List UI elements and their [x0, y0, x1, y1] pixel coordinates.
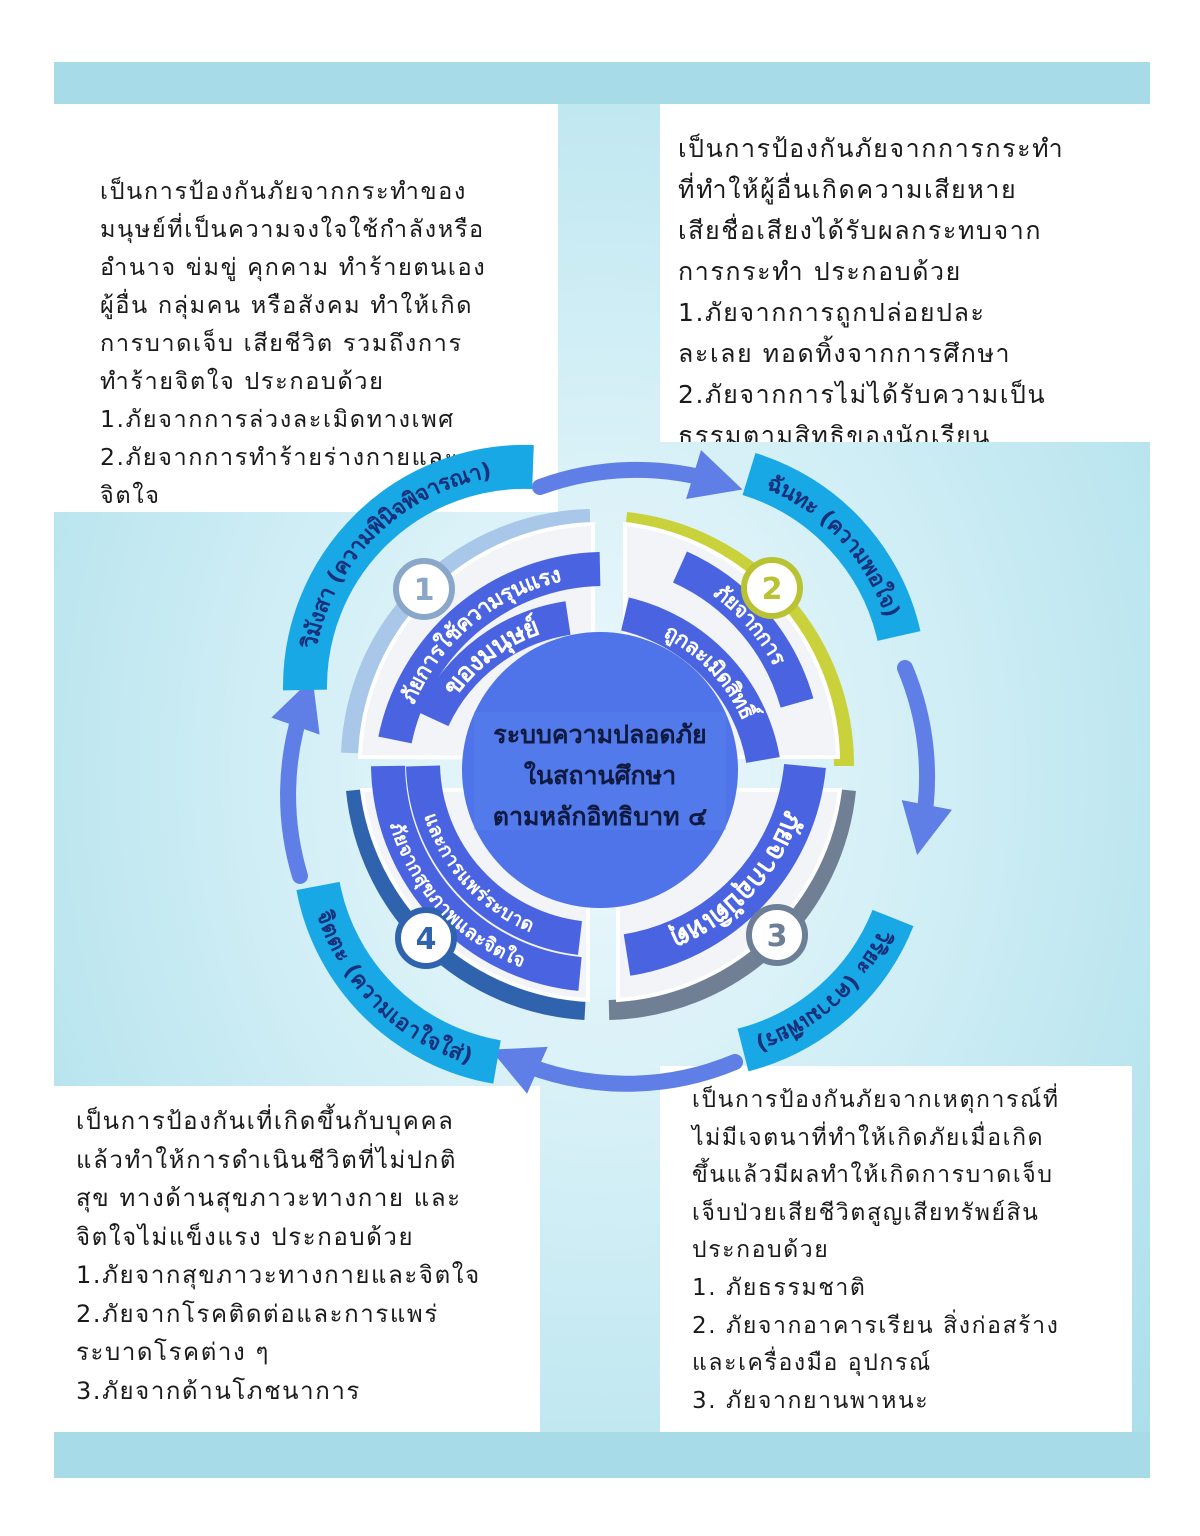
badge-1	[393, 558, 455, 620]
badge-3-number: 3	[767, 919, 788, 954]
description-line: ผู้อื่น กลุ่มคน หรือสังคม ทำให้เกิด	[100, 291, 474, 319]
description-line: ขึ้นแล้วมีผลทำให้เกิดการบาดเจ็บ	[692, 1162, 1054, 1189]
description-line: 2. ภัยจากอาคารเรียน สิ่งก่อสร้าง	[692, 1312, 1060, 1339]
description-line: 3. ภัยจากยานพาหนะ	[692, 1387, 930, 1414]
description-line: 1.ภัยจากสุขภาวะทางกายและจิตใจ	[76, 1261, 481, 1289]
description-line: จิตใจไม่แข็งแรง ประกอบด้วย	[76, 1222, 415, 1251]
description-line: 2.ภัยจากการไม่ได้รับความเป็น	[678, 380, 1047, 409]
badge-2	[741, 557, 803, 619]
description-line: เสียชื่อเสียงได้รับผลกระทบจาก	[678, 216, 1043, 245]
description-line: ประกอบด้วย	[692, 1237, 830, 1264]
top-right-description: เป็นการป้องกันภัยจากการกระทำที่ทำให้ผู้อ…	[660, 104, 1150, 442]
description-line: 2.ภัยจากการทำร้ายร่างกายและ	[100, 443, 459, 471]
center-title-line-2: ในสถานศึกษา	[524, 760, 676, 790]
outer-cycle-arrows	[271, 450, 952, 1094]
description-line: เป็นการป้องกันภัยจากการกระทำ	[678, 134, 1065, 163]
bottom-right-description: เป็นการป้องกันภัยจากเหตุการณ์ที่ไม่มีเจต…	[660, 1066, 1132, 1432]
center-title-line-1: ระบบความปลอดภัย	[493, 720, 706, 749]
description-line: ระบาดโรคต่าง ๆ	[76, 1338, 271, 1366]
badge-3	[746, 904, 808, 966]
description-line: สุข ทางด้านสุขภาวะทางกาย และ	[76, 1184, 462, 1212]
description-line: การกระทำ ประกอบด้วย	[678, 257, 962, 286]
description-line: เป็นการป้องกันเที่เกิดขึ้นกับบุคคล	[76, 1107, 455, 1135]
badge-2-number: 2	[762, 572, 783, 607]
description-line: ละเลย ทอดทิ้งจากการศึกษา	[678, 339, 1012, 368]
description-line: ธรรมตามสิทธิของนักเรียน	[678, 421, 991, 442]
center-circle	[462, 632, 738, 908]
description-line: เจ็บป่วยเสียชีวิตสูญเสียทรัพย์สิน	[692, 1199, 1040, 1226]
description-line: อำนาจ ข่มขู่ คุกคาม ทำร้ายตนเอง	[100, 253, 487, 281]
center-highlight	[474, 712, 726, 830]
center-title-line-3: ตามหลักอิทธิบาท ๔	[493, 802, 708, 831]
ring-label-bands	[282, 444, 921, 1084]
description-line: 1.ภัยจากการล่วงละเมิดทางเพศ	[100, 405, 455, 433]
description-line: ทำร้ายจิตใจ ประกอบด้วย	[100, 367, 385, 395]
bottom-band	[54, 1432, 1150, 1478]
top-left-description: เป็นการป้องกันภัยจากกระทำของมนุษย์ที่เป็…	[54, 104, 558, 512]
description-line: มนุษย์ที่เป็นความจงใจใช้กำลังหรือ	[100, 215, 485, 243]
description-line: การบาดเจ็บ เสียชีวิต รวมถึงการ	[100, 329, 463, 357]
top-band	[54, 62, 1150, 104]
badge-4-number: 4	[416, 922, 437, 957]
description-line: และเครื่องมือ อุปกรณ์	[692, 1350, 932, 1377]
description-line: แล้วทำให้การดำเนินชีวิตที่ไม่ปกติ	[76, 1145, 458, 1174]
description-line: 1. ภัยธรรมชาติ	[692, 1274, 867, 1301]
badge-4	[395, 907, 457, 969]
sector-label-bands	[371, 551, 826, 991]
badge-1-number: 1	[414, 573, 435, 608]
description-line: เป็นการป้องกันภัยจากกระทำของ	[100, 177, 467, 205]
description-line: เป็นการป้องกันภัยจากเหตุการณ์ที่	[692, 1087, 1060, 1113]
description-line: จิตใจ	[100, 481, 161, 509]
bottom-left-description: เป็นการป้องกันเที่เกิดขึ้นกับบุคคลแล้วทำ…	[54, 1086, 540, 1432]
description-line: 3.ภัยจากด้านโภชนาการ	[76, 1376, 361, 1405]
description-line: ที่ทำให้ผู้อื่นเกิดความเสียหาย	[678, 175, 1018, 204]
description-line: 2.ภัยจากโรคติดต่อและการแพร่	[76, 1299, 439, 1328]
description-line: 1.ภัยจากการถูกปล่อยปละ	[678, 298, 986, 327]
description-line: ไม่มีเจตนาที่ทำให้เกิดภัยเมื่อเกิด	[692, 1124, 1045, 1151]
sector-number-badges: 1 2 3 4	[393, 557, 808, 969]
